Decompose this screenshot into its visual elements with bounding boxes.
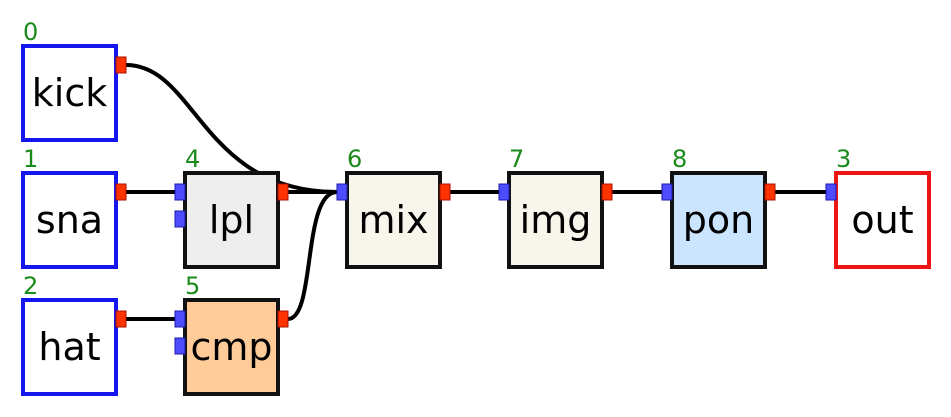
node-sna-label: sna (36, 198, 103, 242)
node-sna[interactable]: sna 1 (21, 145, 127, 269)
node-sna-index: 1 (23, 145, 38, 173)
node-out-input-port-0[interactable] (825, 183, 837, 201)
node-sna-output-port[interactable] (115, 183, 127, 201)
node-kick[interactable]: kick 0 (21, 18, 127, 142)
node-pon-label: pon (683, 198, 754, 242)
node-lpl-index: 4 (185, 145, 200, 173)
node-img-label: img (520, 198, 592, 242)
node-lpl-input-port-0[interactable] (174, 183, 186, 201)
node-lpl-label: lpl (209, 198, 254, 242)
node-cmp-output-port[interactable] (277, 310, 289, 328)
node-hat-box[interactable] (21, 298, 118, 396)
node-img-input-port-0[interactable] (498, 183, 510, 201)
node-cmp-input-port-0[interactable] (174, 310, 186, 328)
node-hat-index: 2 (23, 272, 38, 300)
node-hat-label: hat (38, 325, 100, 369)
node-img-index: 7 (509, 145, 524, 173)
node-hat-output-port[interactable] (115, 310, 127, 328)
node-pon[interactable]: pon 8 (661, 145, 776, 269)
node-sna-box[interactable] (21, 171, 118, 269)
node-kick-label: kick (32, 71, 107, 115)
node-out-box[interactable] (834, 171, 931, 269)
node-out-index: 3 (836, 145, 851, 173)
node-mix-output-port[interactable] (439, 183, 451, 201)
node-img[interactable]: img 7 (498, 145, 613, 269)
node-kick-box[interactable] (21, 44, 118, 142)
node-pon-index: 8 (672, 145, 687, 173)
node-img-output-port[interactable] (601, 183, 613, 201)
node-img-box[interactable] (507, 171, 604, 269)
node-mix-index: 6 (347, 145, 362, 173)
node-cmp[interactable]: cmp 5 (174, 272, 289, 396)
node-mix[interactable]: mix 6 (336, 145, 451, 269)
edges-layer (125, 63, 826, 321)
node-pon-input-port-0[interactable] (661, 183, 673, 201)
node-mix-box[interactable] (345, 171, 442, 269)
edge-5-to-6 (287, 190, 338, 321)
node-lpl[interactable]: lpl 4 (174, 145, 289, 269)
node-mix-input-port-0[interactable] (336, 183, 348, 201)
node-cmp-label: cmp (190, 325, 272, 369)
node-mix-label: mix (358, 198, 428, 242)
node-lpl-input-port-1[interactable] (174, 210, 186, 228)
node-kick-output-port[interactable] (115, 56, 127, 74)
node-cmp-box[interactable] (183, 298, 280, 396)
edge-0-to-6 (125, 63, 338, 194)
node-cmp-index: 5 (185, 272, 200, 300)
node-kick-index: 0 (23, 18, 38, 46)
node-out-label: out (851, 198, 913, 242)
node-cmp-input-port-1[interactable] (174, 337, 186, 355)
node-lpl-output-port[interactable] (277, 183, 289, 201)
node-pon-output-port[interactable] (764, 183, 776, 201)
node-pon-box[interactable] (670, 171, 767, 269)
